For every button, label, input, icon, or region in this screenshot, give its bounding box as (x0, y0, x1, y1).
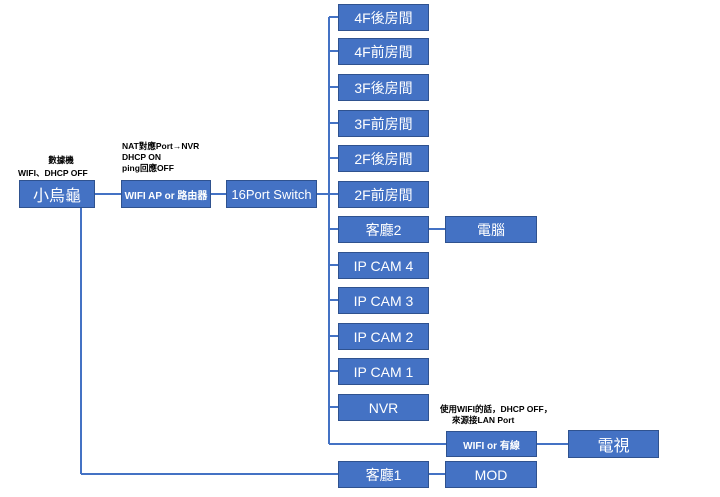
switch-node: 16Port Switch (226, 180, 317, 208)
living-room-2-node: 客廳2 (338, 216, 429, 243)
wifi-ap-node: WIFI AP or 路由器 (121, 180, 211, 208)
ap-note-line2: DHCP ON (122, 152, 162, 162)
room-3f-back-node: 3F後房間 (338, 74, 429, 101)
nvr-node: NVR (338, 394, 429, 421)
ipcam-2-node: IP CAM 2 (338, 323, 429, 350)
room-3f-front-node: 3F前房間 (338, 110, 429, 137)
tv-note-line2: 來源接LAN Port (452, 415, 515, 425)
room-2f-front-node: 2F前房間 (338, 181, 429, 208)
room-4f-front-node: 4F前房間 (338, 38, 429, 65)
ipcam-3-node: IP CAM 3 (338, 287, 429, 314)
mod-node: MOD (445, 461, 537, 488)
ap-note-line3: ping回應OFF (122, 163, 174, 173)
room-4f-back-node: 4F後房間 (338, 4, 429, 31)
ap-note-line1: NAT對應Port→NVR (122, 141, 200, 151)
ap-note: NAT對應Port→NVR DHCP ON ping回應OFF (122, 141, 199, 174)
room-2f-back-node: 2F後房間 (338, 145, 429, 172)
turtle-note-line1: 數據機 (48, 155, 74, 165)
turtle-note: 數據機 (39, 155, 83, 166)
ipcam-1-node: IP CAM 1 (338, 358, 429, 385)
turtle-note-line2: WIFI、DHCP OFF (18, 168, 88, 178)
living-room-1-node: 客廳1 (338, 461, 429, 488)
wifi-or-wired-node: WIFI or 有線 (446, 431, 537, 457)
turtle-note-2: WIFI、DHCP OFF (18, 168, 88, 179)
tv-node: 電視 (568, 430, 659, 458)
turtle-modem-node: 小烏龜 (19, 180, 95, 208)
tv-note-line1: 使用WIFI的話，DHCP OFF， (440, 404, 553, 414)
computer-node: 電腦 (445, 216, 537, 243)
tv-note: 使用WIFI的話，DHCP OFF， 來源接LAN Port (440, 404, 552, 426)
ipcam-4-node: IP CAM 4 (338, 252, 429, 279)
